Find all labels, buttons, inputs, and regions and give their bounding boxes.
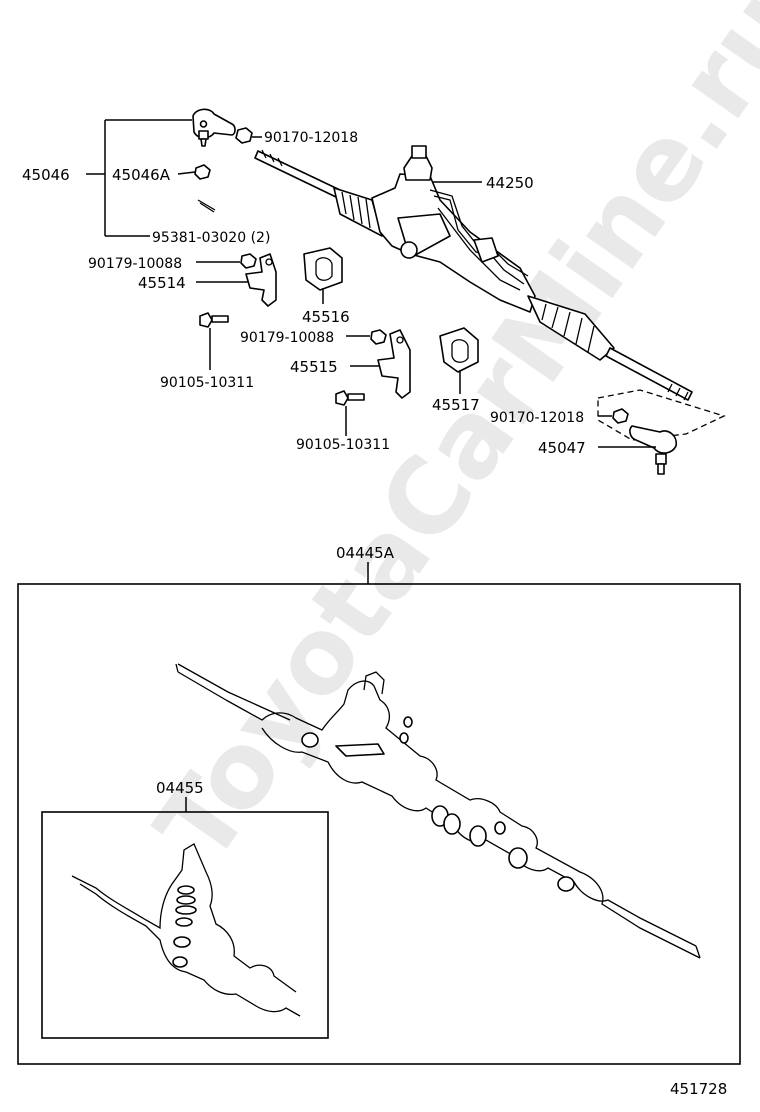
label-45515: 45515 bbox=[290, 358, 338, 376]
grommet-1-drawing bbox=[303, 247, 343, 291]
label-45514: 45514 bbox=[138, 274, 186, 292]
tie-rod-leader-bracket bbox=[86, 119, 262, 237]
label-cotter-pin: 95381-03020 (2) bbox=[152, 230, 270, 246]
kit-04455-silhouette bbox=[71, 843, 301, 1017]
label-45046: 45046 bbox=[22, 166, 70, 184]
bracket-1-drawing bbox=[240, 253, 277, 307]
label-bolt-2: 90105-10311 bbox=[296, 437, 390, 453]
kit-04455-frame bbox=[41, 811, 329, 1039]
grommet-2-drawing bbox=[439, 327, 479, 373]
label-nut-bracket-1: 90179-10088 bbox=[88, 256, 182, 272]
label-nut-upper: 90170-12018 bbox=[264, 130, 358, 146]
label-45047: 45047 bbox=[538, 439, 586, 457]
tie-rod-nut-drawing bbox=[194, 164, 211, 180]
label-04445a: 04445A bbox=[336, 544, 395, 562]
bracket-2-drawing bbox=[370, 329, 411, 399]
nut-upper-drawing bbox=[235, 127, 253, 144]
label-nut-bracket-2: 90179-10088 bbox=[240, 330, 334, 346]
label-44250: 44250 bbox=[486, 174, 534, 192]
steering-gear-drawing bbox=[254, 145, 693, 401]
label-bolt-1: 90105-10311 bbox=[160, 375, 254, 391]
label-45517: 45517 bbox=[432, 396, 480, 414]
tie-rod-end-lh-drawing bbox=[192, 108, 236, 147]
label-45516: 45516 bbox=[302, 308, 350, 326]
kit-04445a-silhouette bbox=[175, 663, 701, 959]
label-45046a: 45046A bbox=[112, 166, 171, 184]
bolt-1-drawing bbox=[199, 312, 229, 328]
label-04455: 04455 bbox=[156, 779, 204, 797]
tie-rod-end-rh-drawing bbox=[612, 408, 678, 475]
kit-04445a-frame bbox=[17, 583, 741, 1065]
label-nut-lower: 90170-12018 bbox=[490, 410, 584, 426]
diagram-number: 451728 bbox=[670, 1080, 727, 1098]
tie-rod-end-rh-dashed-box bbox=[597, 389, 726, 441]
cotter-pin-drawing bbox=[197, 199, 216, 213]
bolt-2-drawing bbox=[335, 390, 365, 406]
